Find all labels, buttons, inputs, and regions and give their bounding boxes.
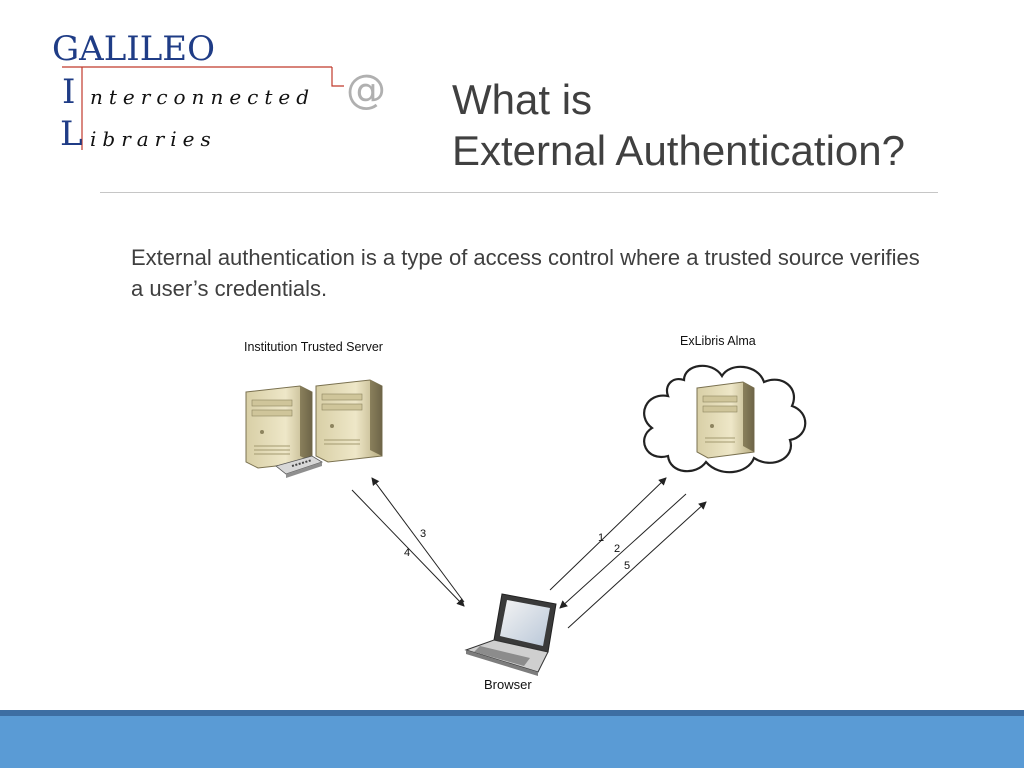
logo-title: GALILEO	[52, 29, 215, 69]
arrow-server-to-browser	[351, 489, 465, 607]
step-label-4: 4	[404, 547, 410, 559]
body-text: External authentication is a type of acc…	[131, 245, 920, 301]
step-label-5: 5	[624, 560, 630, 572]
footer-band	[0, 716, 1024, 768]
slide-title: What is External Authentication?	[452, 74, 905, 176]
title-divider	[100, 192, 938, 193]
arrow-alma-to-browser	[559, 493, 687, 609]
arrow-browser-to-server	[371, 477, 465, 603]
institution-label: Institution Trusted Server	[244, 340, 383, 354]
at-icon: @	[346, 67, 386, 113]
logo-letter-l: L	[60, 114, 83, 154]
step-label-2: 2	[614, 543, 620, 555]
step-label-1: 1	[598, 532, 604, 544]
galileo-logo: GALILEO I nterconnected L ibraries @	[52, 30, 397, 155]
alma-server-icon	[696, 381, 755, 459]
arrow-browser-to-alma-final	[567, 501, 707, 629]
title-line-1: What is	[452, 76, 593, 123]
network-switch-icon	[275, 455, 323, 478]
footer-accent-line	[0, 710, 1024, 716]
arrow-browser-to-alma	[549, 477, 667, 591]
logo-word-libraries: ibraries	[90, 127, 217, 151]
laptop-icon	[464, 593, 557, 676]
logo-lines	[62, 66, 344, 150]
title-line-2: External Authentication?	[452, 127, 905, 174]
server-icon	[245, 385, 313, 469]
alma-label: ExLibris Alma	[680, 334, 756, 348]
logo-letter-i: I	[62, 72, 76, 112]
server-icon	[315, 379, 383, 463]
step-label-3: 3	[420, 528, 426, 540]
browser-label: Browser	[484, 677, 532, 692]
logo-word-interconnected: nterconnected	[90, 85, 316, 109]
